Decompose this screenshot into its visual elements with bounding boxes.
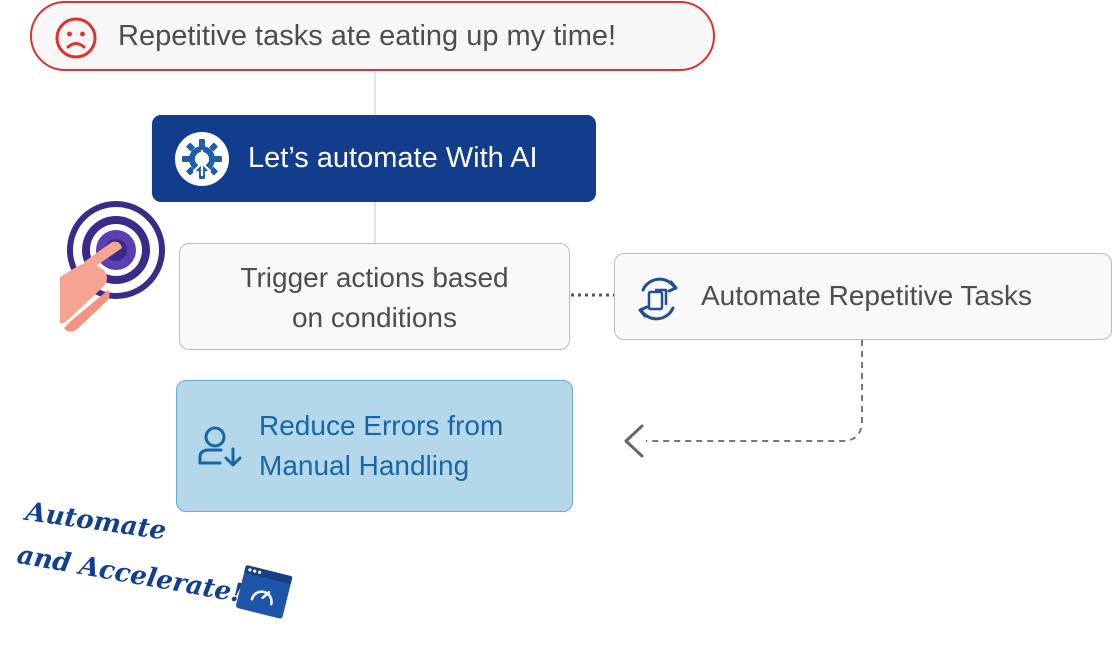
reduce-line-2: Manual Handling	[259, 450, 470, 481]
reduce-line-1: Reduce Errors from	[259, 410, 504, 441]
automate-node: Automate Repetitive Tasks	[614, 253, 1112, 340]
ai-gear-icon	[175, 132, 229, 186]
trigger-node: Trigger actions based on conditions	[179, 243, 570, 350]
sad-face-icon	[55, 17, 97, 59]
reduce-errors-node: Reduce Errors from Manual Handling	[176, 380, 573, 512]
ai-header-text: Let’s automate With AI	[248, 142, 538, 174]
problem-text: Repetitive tasks ate eating up my time!	[118, 20, 617, 52]
connector-line-top	[374, 71, 376, 115]
trigger-node-label: Trigger actions based on conditions	[180, 258, 569, 338]
trigger-line-2: on conditions	[291, 302, 457, 333]
trigger-line-1: Trigger actions based	[240, 262, 509, 293]
document-sync-icon	[638, 277, 678, 321]
tagline-line-2: and Accelerate!	[14, 540, 245, 610]
arrow-head-left	[624, 424, 644, 458]
automate-node-label: Automate Repetitive Tasks	[701, 280, 1032, 311]
dashed-return-path	[646, 340, 863, 442]
problem-pill: Repetitive tasks ate eating up my time!	[30, 1, 715, 71]
reduce-node-label: Reduce Errors from Manual Handling	[259, 406, 503, 486]
connector-line-middle	[374, 202, 376, 243]
tagline-line-1: Automate	[23, 497, 168, 547]
ai-header-box: Let’s automate With AI	[152, 115, 596, 202]
pointing-hand-icon	[60, 241, 122, 332]
user-download-icon	[198, 426, 242, 467]
target-hand-illustration	[60, 201, 165, 332]
speedometer-window-icon	[236, 565, 293, 619]
